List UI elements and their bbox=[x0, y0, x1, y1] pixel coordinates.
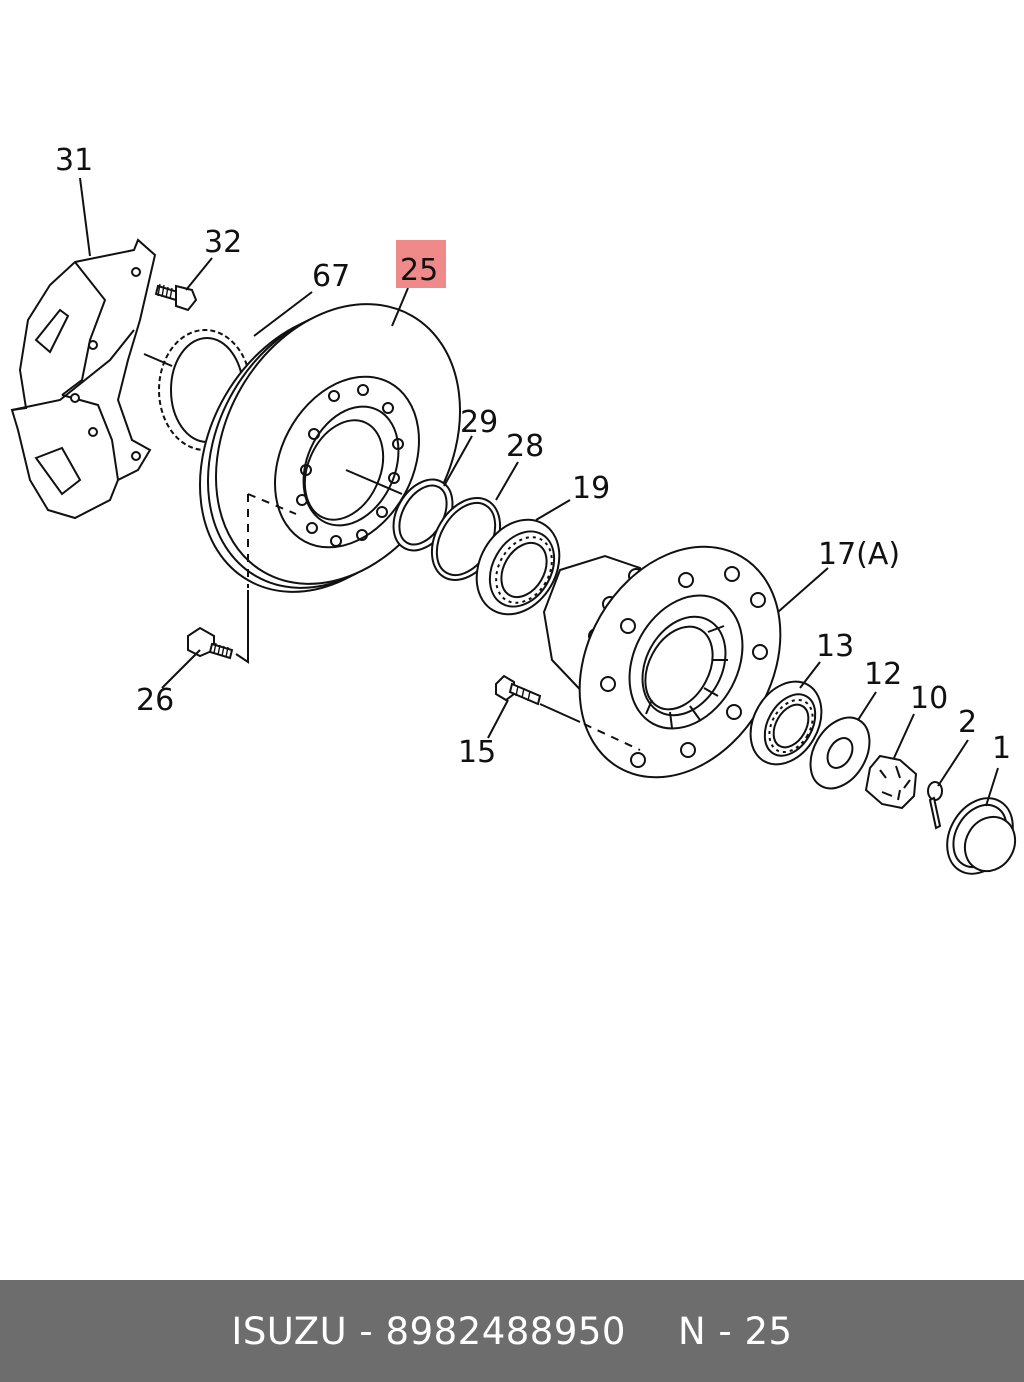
leader-lines bbox=[79, 177, 999, 807]
callout-31: 31 bbox=[55, 143, 93, 178]
callout-10: 10 bbox=[910, 681, 948, 716]
callout-25: 25 bbox=[400, 253, 438, 288]
callout-12: 12 bbox=[864, 657, 902, 692]
callout-19: 19 bbox=[572, 471, 610, 506]
callout-25-highlight bbox=[396, 240, 446, 288]
part-26-bolt bbox=[187, 626, 234, 660]
part-31-backing-plate bbox=[10, 238, 157, 520]
callout-26: 26 bbox=[136, 683, 174, 718]
callout-2: 2 bbox=[958, 705, 977, 740]
part-1-hub-cap bbox=[946, 797, 1017, 875]
part-10-castle-nut bbox=[864, 754, 918, 810]
callout-28: 28 bbox=[506, 429, 544, 464]
part-19-bearing bbox=[475, 518, 561, 616]
callout-13: 13 bbox=[816, 629, 854, 664]
callout-32: 32 bbox=[204, 225, 242, 260]
wheel-hub-exploded-diagram: 31 32 67 25 29 28 19 17(A) 13 12 10 2 1 … bbox=[10, 143, 1017, 875]
callout-67: 67 bbox=[312, 259, 350, 294]
callouts: 31 32 67 25 29 28 19 17(A) 13 12 10 2 1 … bbox=[55, 143, 1011, 770]
part-15-stud bbox=[495, 674, 542, 706]
part-32-bolt bbox=[154, 283, 198, 312]
callout-1: 1 bbox=[992, 731, 1011, 766]
callout-29: 29 bbox=[460, 405, 498, 440]
footer-bar: ISUZU - 8982488950 N - 25 bbox=[0, 1280, 1024, 1382]
footer-page-ref: N - 25 bbox=[677, 1309, 793, 1353]
callout-17a: 17(A) bbox=[818, 537, 900, 572]
part-13-bearing bbox=[749, 680, 823, 766]
part-17a-hub bbox=[542, 545, 782, 779]
part-2-cotter-pin bbox=[927, 781, 943, 830]
callout-15: 15 bbox=[458, 735, 496, 770]
footer-brand-part-number: ISUZU - 8982488950 bbox=[231, 1309, 626, 1353]
